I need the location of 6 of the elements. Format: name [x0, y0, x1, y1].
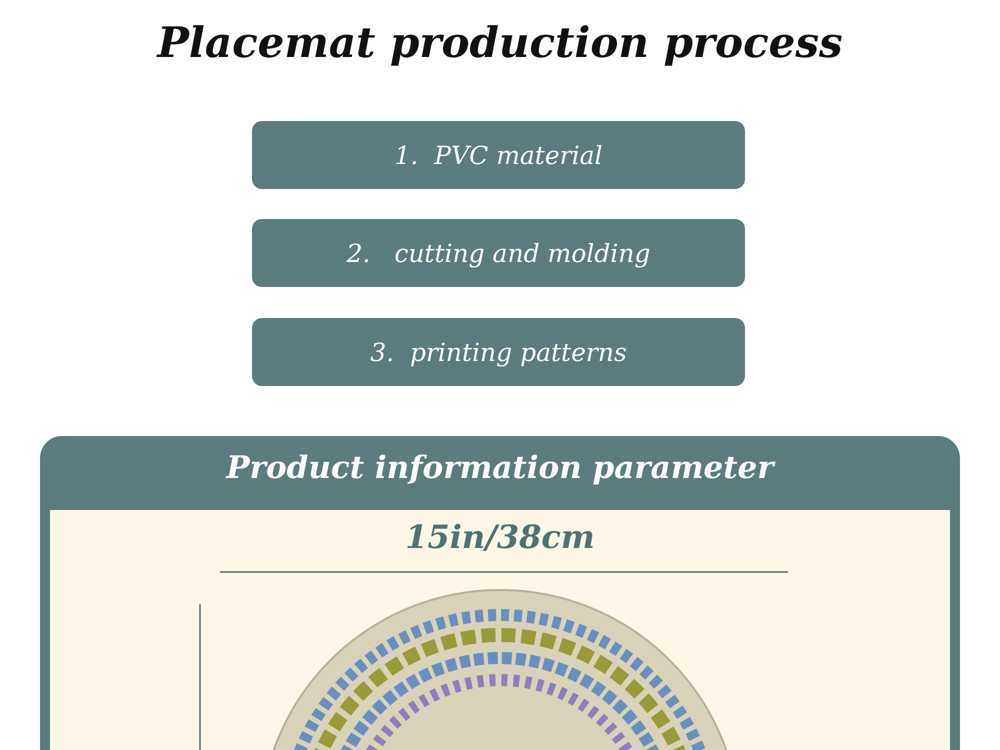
dimension-label: 15in/38cm — [404, 518, 596, 556]
title: Placemat production process — [156, 18, 844, 67]
process-step-box: 3. printing patterns — [252, 318, 745, 386]
process-step-box: 2. cutting and molding — [252, 219, 745, 287]
panel-heading: Product information parameter — [224, 450, 776, 486]
process-step-box: 1. PVC material — [252, 121, 745, 189]
